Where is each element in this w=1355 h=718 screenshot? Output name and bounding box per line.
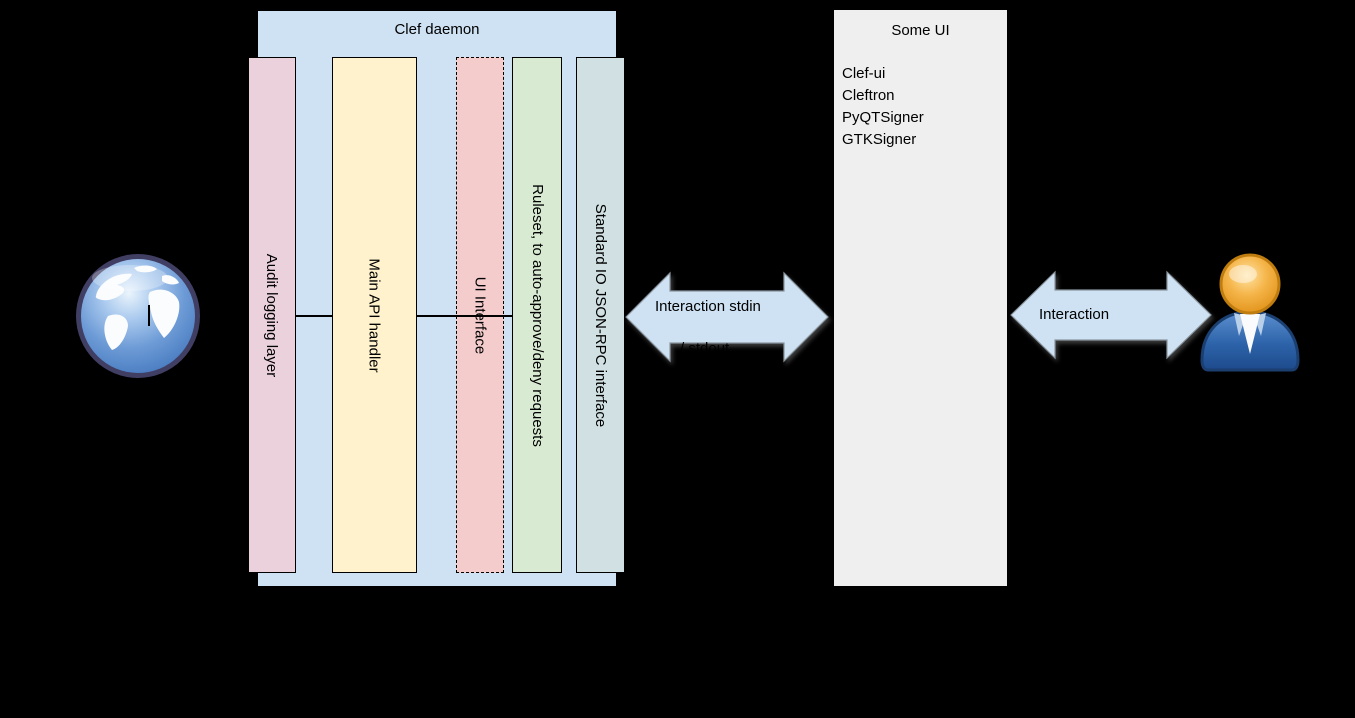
bar-stdio-jsonrpc-interface: Standard IO JSON-RPC interface — [576, 57, 625, 573]
bar-ruleset-label: Ruleset, to auto-approve/deny requests — [528, 183, 546, 447]
some-ui-list-item: Clef-ui — [842, 65, 886, 82]
user-icon — [1198, 250, 1302, 372]
bar-ruleset: Ruleset, to auto-approve/deny requests — [512, 57, 562, 573]
arrow-interaction-user-shape — [1010, 270, 1212, 360]
bar-stdio-jsonrpc-interface-label: Standard IO JSON-RPC interface — [592, 203, 610, 427]
bar-main-api-handler-label: Main API handler — [366, 257, 383, 373]
globe-anchor-line — [148, 305, 150, 326]
clef-daemon-title: Clef daemon — [394, 21, 480, 38]
arrow-interaction-stdio: Interaction stdin / stdout — [624, 271, 830, 363]
some-ui-list-item: GTKSigner — [842, 131, 917, 148]
arrow-interaction-user: Interaction — [1009, 270, 1213, 360]
arrow-interaction-user-label: Interaction — [1039, 306, 1110, 323]
some-ui-list-item: Cleftron — [842, 87, 895, 104]
clef-daemon-box — [257, 10, 617, 587]
bar-audit-logging-layer: Audit logging layer — [248, 57, 296, 573]
bar-audit-logging-layer-label: Audit logging layer — [263, 253, 281, 377]
arrow-stdio-label-line2: / stdout — [680, 340, 730, 357]
globe-icon — [74, 252, 202, 380]
bar-main-api-handler: Main API handler — [332, 57, 417, 573]
connector-line-audit-to-api — [296, 315, 332, 317]
arrow-interaction-stdio-shape — [625, 271, 829, 363]
some-ui-title: Some UI — [891, 22, 950, 39]
some-ui-box — [833, 9, 1008, 587]
arrow-stdio-label-line1: Interaction stdin — [655, 298, 761, 315]
some-ui-list-item: PyQTSigner — [842, 109, 924, 126]
connector-line-api-to-ruleset — [417, 315, 512, 317]
arrow-interaction-stdio-label: Interaction stdin / stdout — [655, 296, 761, 380]
some-ui-list: Clef-ui Cleftron PyQTSigner GTKSigner — [842, 63, 1002, 151]
